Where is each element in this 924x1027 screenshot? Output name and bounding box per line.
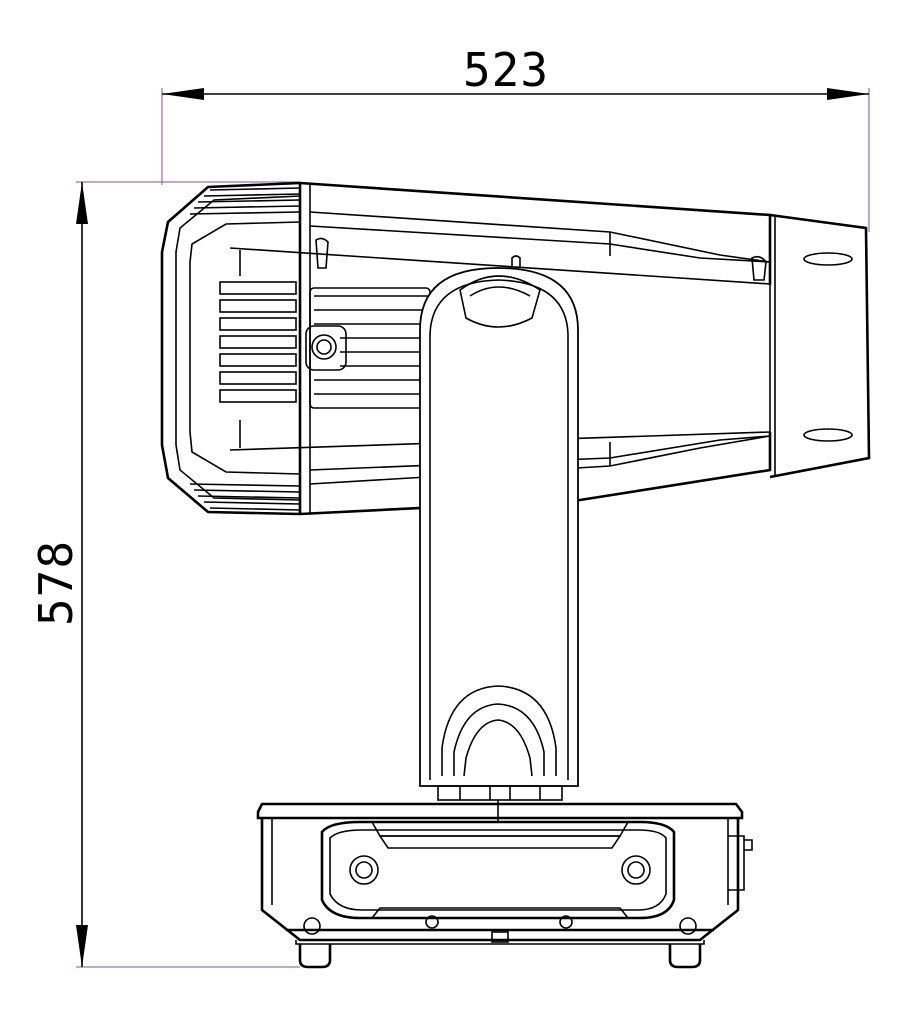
rear-fins-top — [189, 187, 301, 215]
base-foot-right — [668, 944, 702, 969]
rear-cap-outline — [160, 181, 301, 516]
heatsink-fins — [305, 287, 431, 409]
width-arrow-right — [827, 88, 869, 100]
width-label: 523 — [463, 43, 549, 97]
yoke-top-cap — [459, 275, 541, 328]
base-screw-right — [621, 855, 651, 885]
height-arrow-bottom — [76, 925, 88, 967]
fixture-base — [256, 800, 753, 969]
base-bottom-connector — [491, 931, 509, 943]
tilt-axis-bolt — [311, 334, 337, 360]
yoke-arm-outline — [419, 267, 579, 787]
base-front-panel — [320, 820, 676, 920]
fixture-yoke — [419, 255, 579, 801]
base-screw-left — [349, 855, 379, 885]
front-slot-bottom — [803, 428, 853, 442]
head-front-cone — [769, 213, 871, 479]
rear-vents — [219, 250, 297, 448]
width-arrow-left — [162, 88, 204, 100]
height-dimension: 578 — [29, 181, 300, 968]
height-arrow-top — [76, 182, 88, 224]
base-top-plate — [256, 802, 744, 820]
base-side-latch — [728, 835, 745, 891]
width-dimension: 523 — [161, 43, 870, 232]
front-slot-top — [803, 252, 853, 266]
yoke-lower-arch — [441, 685, 557, 776]
rear-fins-bottom — [189, 483, 301, 511]
base-body — [260, 818, 740, 942]
height-label: 578 — [29, 540, 83, 626]
base-foot-left — [298, 944, 332, 969]
yoke-flange — [437, 785, 563, 801]
